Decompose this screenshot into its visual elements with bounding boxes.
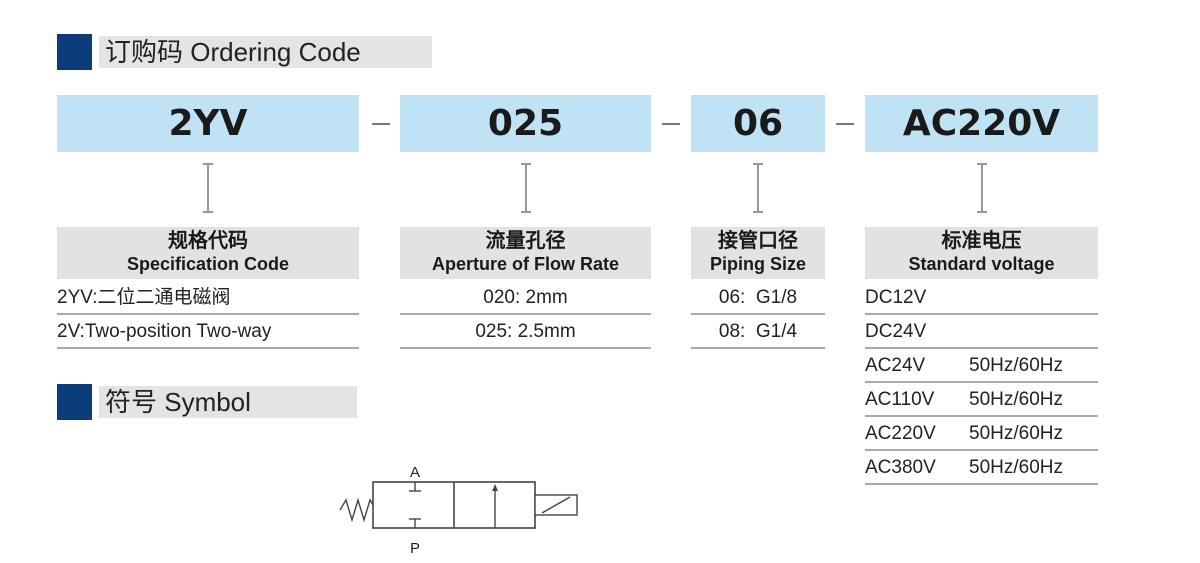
spring-icon <box>339 497 374 523</box>
aperture-row: 020: 2mm <box>400 282 651 315</box>
specification-row: 2V:Two-position Two-way <box>57 316 359 349</box>
code-separator <box>662 123 680 125</box>
flow-arrow-icon <box>492 484 498 491</box>
section-title-bar <box>99 36 432 68</box>
voltage-value: DC12V <box>865 287 927 308</box>
voltage-row: AC24V 50Hz/60Hz <box>865 350 1098 383</box>
ordering-code-title: 订购码 Ordering Code <box>105 37 361 67</box>
voltage-value: AC110V <box>865 389 935 410</box>
connector-line <box>521 163 531 213</box>
symbol-title: 符号 Symbol <box>105 387 251 417</box>
voltage-frequency: 50Hz/60Hz <box>969 355 1063 376</box>
ordering-code-header: 订购码 Ordering Code <box>57 34 437 70</box>
voltage-row: DC12V <box>865 282 1098 315</box>
solenoid-coil <box>541 496 571 514</box>
specification-header: 规格代码 Specification Code <box>57 227 359 279</box>
voltage-row: AC380V 50Hz/60Hz <box>865 452 1098 485</box>
voltage-row: AC110V 50Hz/60Hz <box>865 384 1098 417</box>
section-marker <box>57 34 92 70</box>
code-box-voltage: AC220V <box>865 95 1098 152</box>
specification-header-en: Specification Code <box>126 254 290 274</box>
voltage-row: AC220V 50Hz/60Hz <box>865 418 1098 451</box>
voltage-frequency: 50Hz/60Hz <box>969 389 1063 410</box>
voltage-value: AC24V <box>865 355 926 376</box>
aperture-header-zh: 流量孔径 <box>485 230 566 252</box>
voltage-header-en: Standard voltage <box>908 254 1055 274</box>
connector-line <box>203 163 213 213</box>
piping-row: 08: G1/4 <box>691 316 825 349</box>
voltage-frequency: 50Hz/60Hz <box>969 457 1063 478</box>
piping-row: 06: G1/8 <box>691 282 825 315</box>
voltage-frequency: 50Hz/60Hz <box>969 423 1063 444</box>
voltage-value: AC380V <box>865 457 936 478</box>
code-box-aperture: 025 <box>400 95 651 152</box>
voltage-row: DC24V <box>865 316 1098 349</box>
section-marker <box>57 384 92 420</box>
connector-line <box>753 163 763 213</box>
voltage-value: AC220V <box>865 423 936 444</box>
piping-header-zh: 接管口径 <box>718 230 798 252</box>
specification-header-zh: 规格代码 <box>168 230 248 252</box>
symbol-header: 符号 Symbol <box>57 384 367 420</box>
voltage-header: 标准电压 Standard voltage <box>865 227 1098 279</box>
section-title-bar <box>99 386 357 418</box>
valve-symbol: A P <box>339 464 578 557</box>
connector-line <box>977 163 987 213</box>
code-separator <box>372 123 390 125</box>
aperture-row: 025: 2.5mm <box>400 316 651 349</box>
aperture-header-en: Aperture of Flow Rate <box>431 254 619 274</box>
piping-header-en: Piping Size <box>709 254 806 274</box>
port-a-label: A <box>410 464 420 481</box>
aperture-header: 流量孔径 Aperture of Flow Rate <box>400 227 651 279</box>
code-separator <box>836 123 854 125</box>
voltage-value: DC24V <box>865 321 927 342</box>
code-box-series: 2YV <box>57 95 359 152</box>
code-box-piping: 06 <box>691 95 825 152</box>
piping-header: 接管口径 Piping Size <box>691 227 825 279</box>
specification-row: 2YV:二位二通电磁阀 <box>57 282 359 315</box>
port-p-label: P <box>410 540 420 557</box>
voltage-header-zh: 标准电压 <box>941 230 1022 252</box>
